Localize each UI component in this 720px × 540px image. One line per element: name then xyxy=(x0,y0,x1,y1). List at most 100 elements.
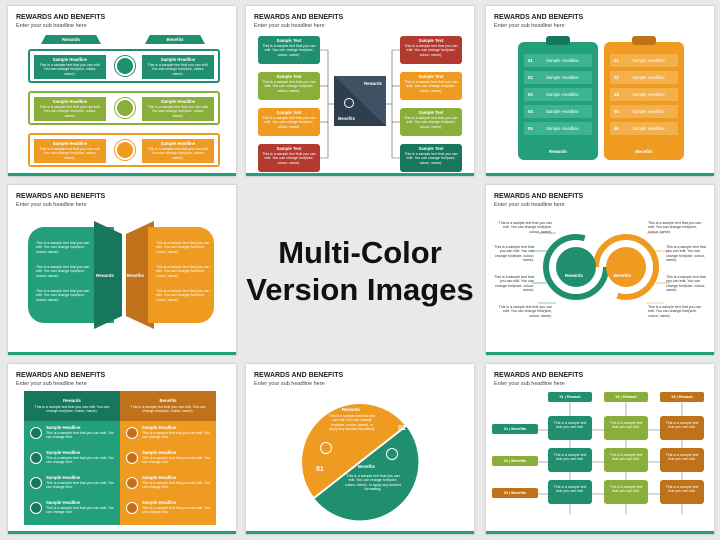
gift-icon xyxy=(115,98,135,118)
slide-thumbnail-6[interactable]: REWARDS AND BENEFITS Enter your sub head… xyxy=(486,185,714,355)
benefit-header: 01 | Benefits xyxy=(492,424,538,434)
grid-cell-text: This is a sample text that you can edit. xyxy=(609,421,643,430)
connector-lines xyxy=(320,49,400,159)
reward-header-label: 02 | Reward xyxy=(615,395,637,399)
text-left-4: This is a sample text that you can edit.… xyxy=(498,305,552,318)
slide-thumbnail-8[interactable]: REWARDS AND BENEFITS Enter your sub head… xyxy=(246,364,474,534)
benefits-tab: Benefits xyxy=(145,35,205,44)
rewards-label: Rewards xyxy=(96,273,114,278)
box-text: This is a sample text that you can edit.… xyxy=(262,80,316,93)
benefits-label: Benefits xyxy=(358,464,375,469)
slide-subtitle: Enter your sub headline here xyxy=(254,23,325,29)
slide-thumbnail-2[interactable]: REWARDS AND BENEFITS Enter your sub head… xyxy=(246,6,474,176)
text-left-3: This is a sample text that you can edit.… xyxy=(494,275,534,293)
row-3-right: Sample Headline This is a sample text th… xyxy=(142,139,214,163)
right-panel: This is a sample text that you can edit.… xyxy=(148,227,214,323)
benefits-header: Benefits This is a sample text that you … xyxy=(120,391,216,421)
grid-cell-text: This is a sample text that you can edit. xyxy=(609,485,643,494)
slide-title: REWARDS AND BENEFITS xyxy=(494,372,584,379)
feature-icon xyxy=(30,477,42,489)
box-title: Sample Text xyxy=(418,146,444,151)
rewards-label: Rewards xyxy=(565,273,583,278)
benefit-header-label: 02 | Benefits xyxy=(503,459,527,463)
feature-headline: Sample Headline xyxy=(46,450,81,455)
list-number: 01 xyxy=(614,58,619,63)
list-number: 03 xyxy=(528,92,533,97)
feature-icon xyxy=(126,452,138,464)
box-title: Sample Text xyxy=(276,74,302,79)
number-01: 01 xyxy=(316,466,324,473)
grid-cell: This is a sample text that you can edit. xyxy=(548,448,592,472)
grid-cell: This is a sample text that you can edit. xyxy=(660,416,704,440)
slide-subtitle: Enter your sub headline here xyxy=(254,381,325,387)
row-headline: Sample Headline xyxy=(52,99,88,104)
grid-cell: This is a sample text that you can edit. xyxy=(604,480,648,504)
rewards-header: Rewards This is a sample text that you c… xyxy=(24,391,120,421)
slide-thumbnail-3[interactable]: REWARDS AND BENEFITS Enter your sub head… xyxy=(486,6,714,176)
slide-thumbnail-7[interactable]: REWARDS AND BENEFITS Enter your sub head… xyxy=(8,364,236,534)
row-text: This is a sample text that you can edit.… xyxy=(147,105,209,118)
box-text: This is a sample text that you can edit.… xyxy=(404,80,458,93)
rewards-tab: Rewards xyxy=(41,35,101,44)
caption-line-2: Version Images xyxy=(246,272,474,308)
list-headline: Sample Headline xyxy=(632,92,665,97)
left-box-1: Sample Text This is a sample text that y… xyxy=(258,36,320,64)
reward-header: 02 | Reward xyxy=(604,392,648,402)
header-text: This is a sample text that you can edit.… xyxy=(34,405,110,414)
box-text: This is a sample text that you can edit.… xyxy=(404,152,458,165)
benefits-label: Benefits xyxy=(166,37,184,42)
row-1-right: Sample Headline This is a sample text th… xyxy=(142,55,214,79)
slide-thumbnail-1[interactable]: REWARDS AND BENEFITS Enter your sub head… xyxy=(8,6,236,176)
feature-text: This is a sample text that you can edit.… xyxy=(142,431,211,440)
grid-cell: This is a sample text that you can edit. xyxy=(604,448,648,472)
slide-title: REWARDS AND BENEFITS xyxy=(16,372,106,379)
feature-text: This is a sample text that you can edit.… xyxy=(46,456,115,465)
rewards-label: Rewards xyxy=(364,81,382,86)
text-left-2: This is a sample text that you can edit.… xyxy=(494,245,534,263)
benefits-text: This is a sample text that you can edit.… xyxy=(344,474,402,492)
rewards-label: Rewards xyxy=(549,149,567,154)
row-1-left: Sample Headline This is a sample text th… xyxy=(34,55,106,79)
feature-text: This is a sample text that you can edit.… xyxy=(46,481,115,490)
rewards-text: This is a sample text that you can edit.… xyxy=(328,414,376,432)
text-left-1: This is a sample text that you can edit.… xyxy=(498,221,552,234)
slide-title: REWARDS AND BENEFITS xyxy=(494,193,584,200)
feature-icon xyxy=(126,427,138,439)
row-2 xyxy=(28,91,220,125)
box-text: This is a sample text that you can edit.… xyxy=(262,44,316,57)
row-2-right: Sample Headline This is a sample text th… xyxy=(142,97,214,121)
list-headline: Sample Headline xyxy=(546,126,579,131)
row-headline: Sample Headline xyxy=(52,141,88,146)
grid-cell-text: This is a sample text that you can edit. xyxy=(553,421,587,430)
box-text: This is a sample text that you can edit.… xyxy=(404,116,458,129)
grid-cell-text: This is a sample text that you can edit. xyxy=(665,453,699,462)
list-headline: Sample Headline xyxy=(632,75,665,80)
list-headline: Sample Headline xyxy=(546,75,579,80)
grid-cell-text: This is a sample text that you can edit. xyxy=(665,485,699,494)
row-3-left: Sample Headline This is a sample text th… xyxy=(34,139,106,163)
slide-subtitle: Enter your sub headline here xyxy=(494,381,565,387)
benefits-label: Benefits xyxy=(159,398,177,403)
slide-title: REWARDS AND BENEFITS xyxy=(494,14,584,21)
split-circle xyxy=(302,404,419,521)
panel-text: This is a sample text that you can edit.… xyxy=(156,241,210,254)
list-row: 04 Sample Headline xyxy=(524,105,592,118)
list-headline: Sample Headline xyxy=(546,109,579,114)
slide-thumbnail-4[interactable]: REWARDS AND BENEFITS Enter your sub head… xyxy=(8,185,236,355)
slide-thumbnail-9[interactable]: REWARDS AND BENEFITS Enter your sub head… xyxy=(486,364,714,534)
list-number: 04 xyxy=(528,109,533,114)
box-text: This is a sample text that you can edit.… xyxy=(404,44,458,57)
row-text: This is a sample text that you can edit.… xyxy=(147,147,209,160)
box-text: This is a sample text that you can edit.… xyxy=(262,116,316,129)
text-right-1: This is a sample text that you can edit.… xyxy=(648,221,702,234)
center-caption: Multi-Color Version Images xyxy=(245,234,475,308)
slide-title: REWARDS AND BENEFITS xyxy=(254,372,344,379)
feature-text: This is a sample text that you can edit.… xyxy=(46,506,115,515)
panel-text: This is a sample text that you can edit.… xyxy=(156,289,210,302)
list-headline: Sample Headline xyxy=(546,92,579,97)
feature-icon xyxy=(126,502,138,514)
feature-text: This is a sample text that you can edit.… xyxy=(46,431,115,440)
